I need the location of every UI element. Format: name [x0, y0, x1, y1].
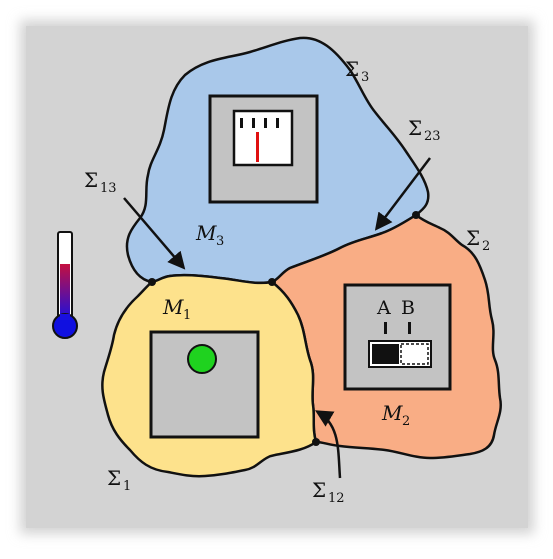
svg-text:2: 2	[482, 239, 490, 254]
svg-text:M: M	[162, 295, 184, 319]
arrow-sigma-12	[314, 410, 342, 479]
svg-text:Σ: Σ	[466, 226, 480, 250]
svg-text:23: 23	[424, 129, 441, 144]
svg-text:Σ: Σ	[107, 466, 121, 490]
svg-text:Σ: Σ	[345, 57, 359, 81]
label-m-1: M 1	[162, 295, 191, 323]
svg-text:Σ: Σ	[312, 478, 326, 502]
label-sigma-1: Σ 1	[107, 466, 131, 494]
green-light-icon	[149, 330, 260, 439]
label-sigma-23: Σ 23	[408, 116, 441, 144]
indicator-light	[187, 344, 217, 374]
meter-needle	[256, 132, 259, 162]
junction-dot-12	[312, 438, 320, 446]
svg-text:2: 2	[402, 414, 410, 429]
thermometer-icon	[52, 231, 78, 339]
label-sigma-3: Σ 3	[345, 57, 369, 85]
label-sigma-12: Σ 12	[312, 478, 345, 506]
label-sigma-13: Σ 13	[84, 168, 117, 196]
svg-text:Σ: Σ	[408, 116, 422, 140]
junction-dot-123	[268, 278, 276, 286]
analog-meter-icon	[208, 94, 319, 204]
ab-switch-icon: A B	[343, 283, 452, 391]
svg-text:M: M	[195, 221, 217, 245]
svg-text:13: 13	[100, 181, 117, 196]
label-sigma-2: Σ 2	[466, 226, 490, 254]
label-m-2: M 2	[381, 401, 410, 429]
junction-dot-23	[412, 211, 420, 219]
junction-dot-13	[148, 278, 156, 286]
svg-text:Σ: Σ	[84, 168, 98, 192]
arrow-sigma-13	[123, 197, 186, 270]
svg-text:12: 12	[328, 491, 345, 506]
arrow-sigma-23	[374, 157, 431, 231]
label-m-3: M 3	[195, 221, 224, 249]
svg-text:3: 3	[216, 234, 224, 249]
svg-text:M: M	[381, 401, 403, 425]
svg-text:1: 1	[183, 308, 191, 323]
svg-text:1: 1	[123, 479, 131, 494]
switch-label-b: B	[401, 297, 415, 319]
switch-label-a: A	[376, 297, 391, 319]
svg-text:3: 3	[361, 70, 369, 85]
